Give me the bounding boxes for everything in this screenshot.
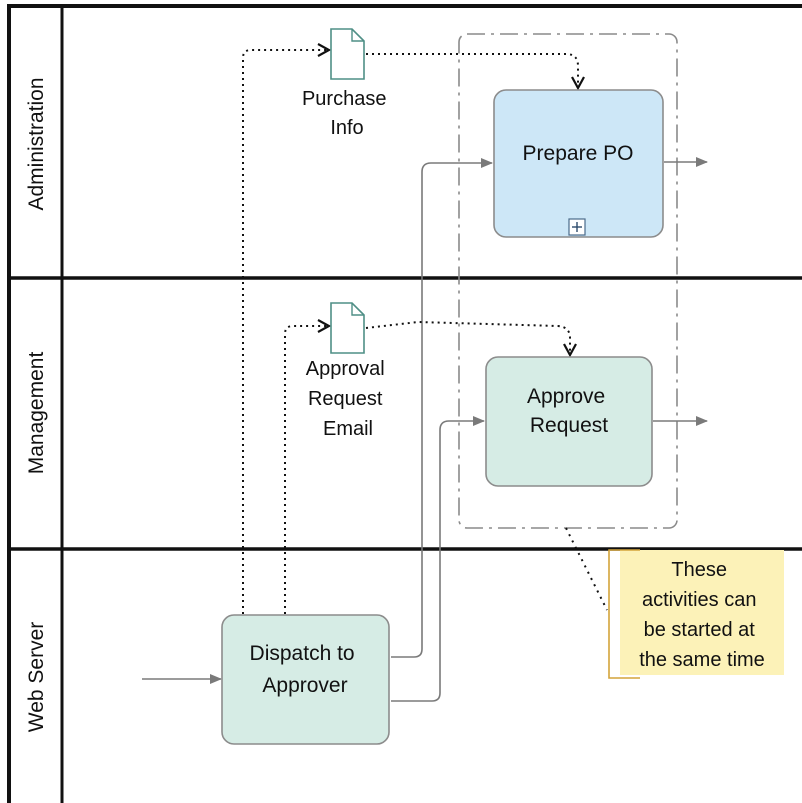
purchase-info-label-line-2: Info	[330, 117, 363, 139]
task-prepare-po[interactable]: Prepare PO	[493, 89, 664, 238]
document-icon	[330, 28, 365, 80]
dispatch-label-line-2: Approver	[262, 674, 347, 697]
dispatch-label-line-1: Dispatch to	[250, 642, 355, 665]
flow-dispatch-to-prepare-po	[391, 158, 493, 658]
approval-email-label-line-2: Request	[308, 388, 383, 410]
prepare-po-label: Prepare PO	[523, 142, 634, 165]
lane-label-web-server: Web Server	[25, 622, 48, 733]
approve-request-label-line-1: Approve	[527, 385, 605, 408]
data-object-purchase-info[interactable]: Purchase Info	[302, 28, 392, 139]
purchase-info-label-line-1: Purchase	[302, 88, 387, 110]
annotation-bracket	[608, 549, 640, 679]
annotation-line-3: be started at	[644, 619, 756, 641]
parallel-group	[458, 33, 678, 529]
approval-email-label-line-1: Approval	[306, 358, 385, 380]
flow-dispatch-to-approve	[391, 416, 485, 702]
svg-text:Approval Request E: Approval Request Email	[306, 358, 391, 440]
lane-label-administration: Administration	[25, 77, 48, 210]
annotation-line-2: activities can	[642, 589, 757, 611]
assoc-purchase-info-to-prepare-po	[366, 53, 578, 88]
annotation-line-4: the same time	[639, 649, 765, 671]
approve-request-label-line-2: Request	[530, 414, 608, 437]
text-annotation[interactable]: These activities can be started at the s…	[608, 549, 784, 679]
task-approve-request[interactable]: Approve Request	[485, 356, 653, 487]
assoc-group-to-annotation	[565, 527, 608, 611]
approval-email-label-line-3: Email	[323, 418, 373, 440]
svg-text:Approve Request: Approve Request	[527, 385, 611, 437]
svg-text:Dispatch to Approver: Dispatch to Approver	[250, 642, 361, 697]
svg-text:Purchase Info: Purchase Info	[302, 88, 392, 139]
document-icon	[330, 302, 365, 354]
data-associations	[242, 50, 608, 614]
pool-frame	[7, 4, 802, 803]
assoc-approval-email-to-approve	[365, 320, 570, 355]
subprocess-expand-icon[interactable]	[568, 218, 586, 236]
annotation-line-1: These	[671, 559, 727, 581]
data-object-approval-request-email[interactable]: Approval Request Email	[306, 302, 391, 440]
sequence-flows	[142, 157, 708, 702]
svg-text:These activities can: These activities can be started at the s…	[639, 559, 765, 671]
task-dispatch-to-approver[interactable]: Dispatch to Approver	[221, 614, 390, 745]
lane-label-management: Management	[25, 352, 48, 475]
